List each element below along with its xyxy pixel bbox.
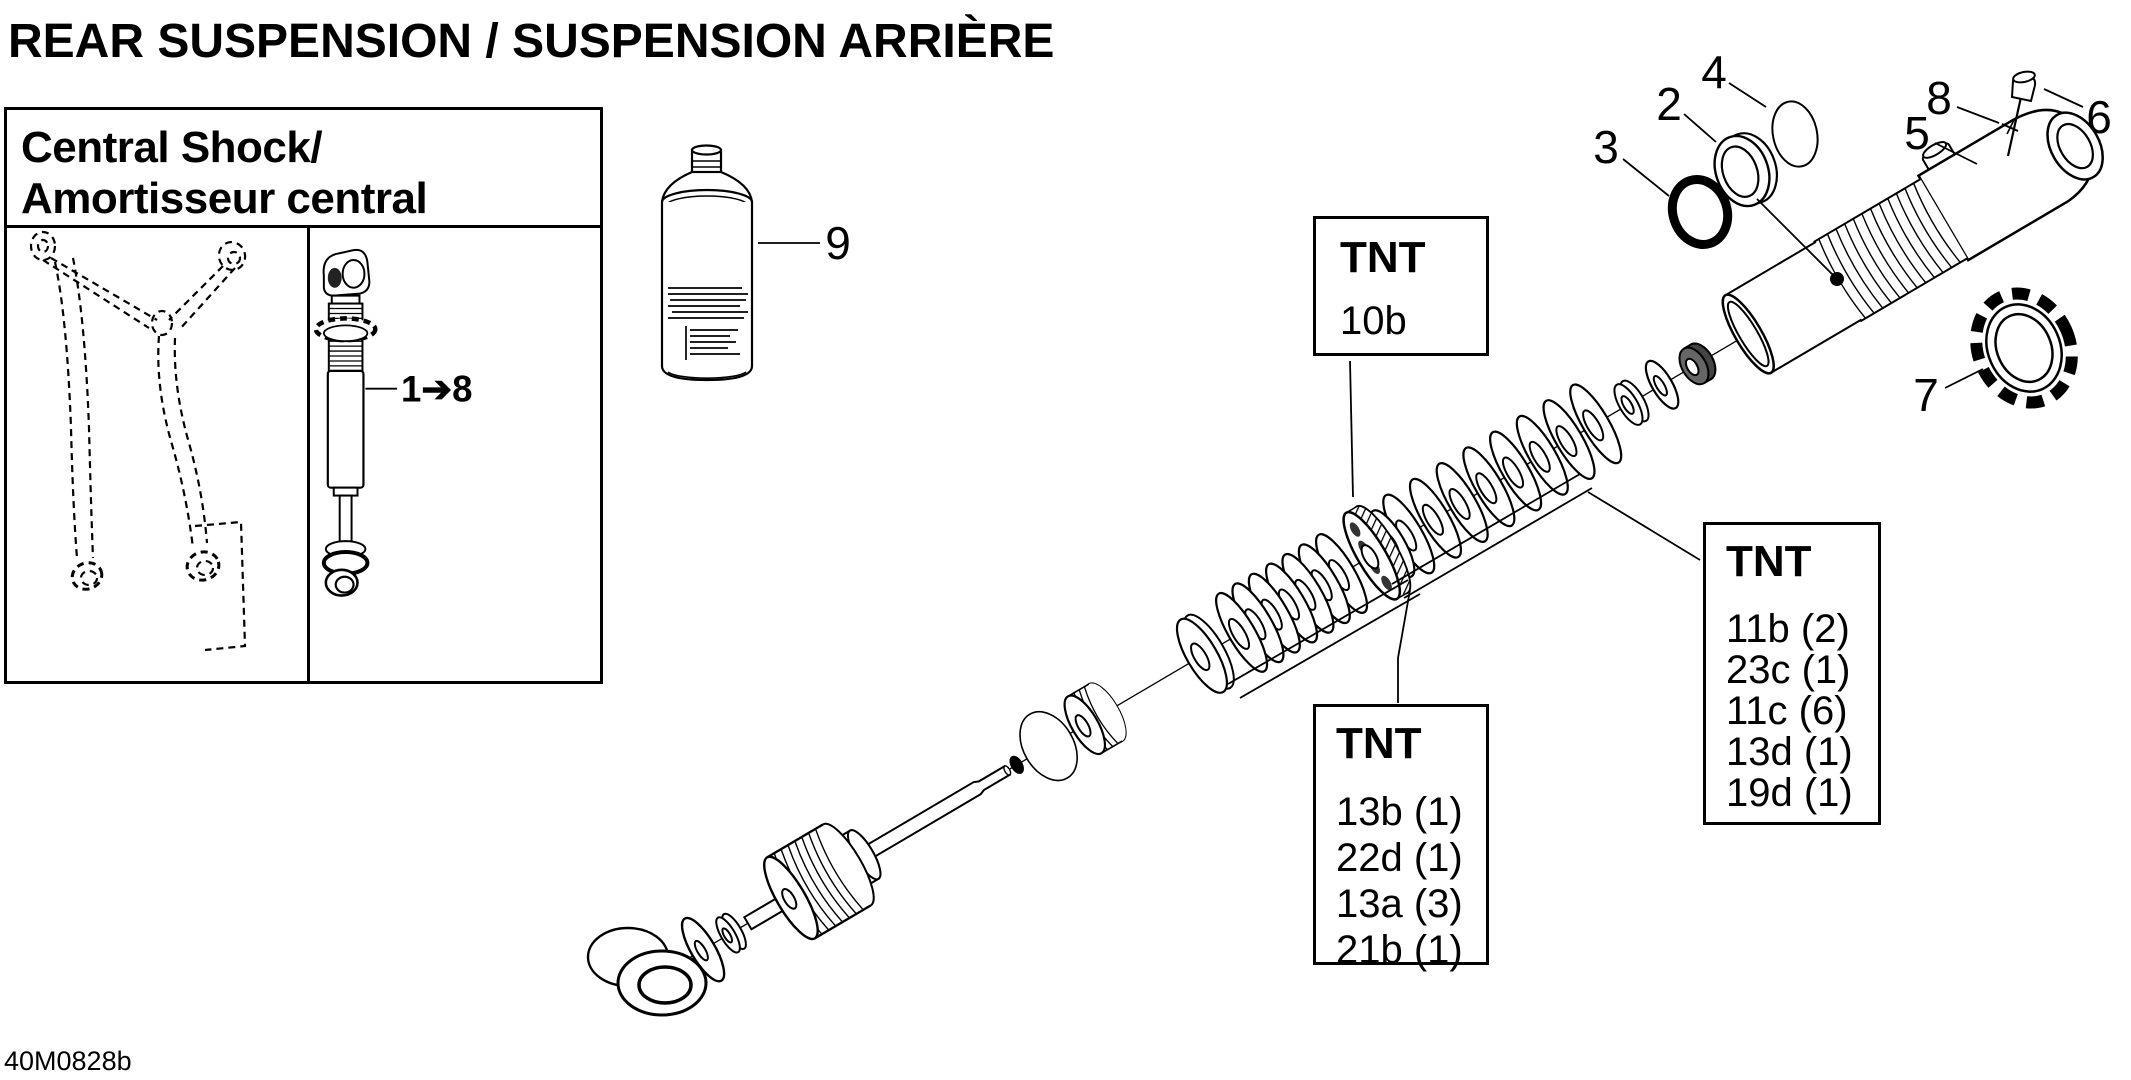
assembled-range-label: 1➔8 xyxy=(401,369,472,410)
frame-eyelet-top-left xyxy=(29,230,57,262)
part-label-6: 6 xyxy=(2086,91,2112,143)
stop-ring xyxy=(1009,755,1024,775)
leader-3 xyxy=(1622,158,1670,197)
tnt-item-list: 10b xyxy=(1340,299,1486,344)
part-label-7: 7 xyxy=(1913,369,1939,421)
part-label-9: 9 xyxy=(825,217,851,269)
part-label-8: 8 xyxy=(1926,72,1952,124)
maintenance-product-can xyxy=(660,144,754,382)
piston-nut xyxy=(1678,342,1717,386)
o-ring-thick xyxy=(1667,175,1733,249)
tube-mouth-inner xyxy=(1726,300,1770,368)
o-ring-thin xyxy=(1771,100,1819,168)
tnt-title: TNT xyxy=(1726,537,1812,586)
leader-5 xyxy=(1934,142,1978,165)
tnt-item: 13d (1) xyxy=(1726,730,1853,774)
assembled-rod xyxy=(338,494,353,545)
tnt-title: TNT xyxy=(1336,719,1422,768)
tnt-item-list: 13b (1) 22d (1) 13a (3) 21b (1) xyxy=(1336,789,1486,973)
clevis-eye-hole xyxy=(2056,122,2094,170)
assembled-shock-sketch: 1➔8 xyxy=(313,248,472,597)
thin-shim-disc xyxy=(1019,710,1078,782)
large-flat-washer xyxy=(1175,613,1235,694)
inset-title: Central Shock/ Amortisseur central xyxy=(7,110,600,225)
bracket-left-stack xyxy=(1227,579,1421,703)
end-cap-rings xyxy=(1667,100,1819,249)
tnt-item: 10b xyxy=(1340,299,1407,343)
exploded-shock-assembly xyxy=(586,108,2104,1017)
document-code: 40M0828b xyxy=(4,1046,132,1076)
rod-end-eyelet xyxy=(586,926,708,1017)
shock-body-tube xyxy=(1721,108,2104,375)
leader-2-install xyxy=(1756,198,1835,277)
spring-washer-stack-right xyxy=(1382,383,1623,575)
tnt-item-list: 11b (2) 23c (1) 11c (6) 13d (1) 19d (1) xyxy=(1726,609,1878,814)
tnt-box-right-stack: TNT 11b (2) 23c (1) 11c (6) 13d (1) 19d … xyxy=(1703,522,1881,825)
seal-carrier-ring xyxy=(1713,132,1778,208)
frame-eyelet-bottom-right xyxy=(185,550,221,582)
tnt-item: 22d (1) xyxy=(1336,836,1463,880)
frame-eyelet-top-right xyxy=(217,240,247,272)
part-label-4: 4 xyxy=(1701,46,1727,98)
leader-dot xyxy=(1830,272,1844,286)
leader-7 xyxy=(1944,368,1984,389)
frame-eyelet-bottom-left xyxy=(70,561,104,591)
leader-lines xyxy=(758,82,2084,703)
frame-location-panel xyxy=(7,228,310,681)
tnt-item: 21b (1) xyxy=(1336,928,1463,972)
leader-8 xyxy=(1956,106,2000,124)
central-shock-inset: Central Shock/ Amortisseur central xyxy=(4,107,603,684)
tnt-box-left-stack: TNT 13b (1) 22d (1) 13a (3) 21b (1) xyxy=(1313,704,1489,972)
castellated-adjusting-ring xyxy=(1970,287,2078,409)
inset-title-line2: Amortisseur central xyxy=(21,174,428,223)
bracket-right-stack xyxy=(1391,473,1701,599)
threaded-seal-head xyxy=(763,822,882,941)
spring-washer-stack-left xyxy=(1215,533,1369,673)
assembled-body xyxy=(326,369,365,489)
can-label-lines xyxy=(668,287,748,360)
grooved-guide-disc xyxy=(1063,682,1127,756)
tnt-item: 13b (1) xyxy=(1336,790,1463,834)
tnt-item: 19d (1) xyxy=(1726,771,1853,815)
inset-panels: 1➔8 xyxy=(7,225,600,681)
page-title: REAR SUSPENSION / SUSPENSION ARRIÈRE xyxy=(8,15,1055,68)
leader-4 xyxy=(1728,82,1767,108)
cup-washer xyxy=(1644,359,1680,410)
inset-title-line1: Central Shock/ xyxy=(21,123,323,172)
tnt-box-10b: TNT 10b xyxy=(1313,216,1489,356)
tnt-item: 11c (6) xyxy=(1726,689,1848,733)
bleed-screw xyxy=(2001,70,2037,157)
leader-6 xyxy=(2043,88,2084,108)
small-spacer-washer xyxy=(1613,379,1650,426)
frame-sketch xyxy=(29,230,247,652)
part-label-5: 5 xyxy=(1904,107,1930,159)
assembled-shock-panel: 1➔8 xyxy=(310,228,600,681)
screw-seal-washer xyxy=(2001,119,2019,135)
eyelet-washer xyxy=(680,916,726,983)
tnt-item: 11b (2) xyxy=(1726,607,1850,651)
part-label-2: 2 xyxy=(1656,78,1682,130)
leader-tnt-10b xyxy=(1349,360,1354,498)
leader-2 xyxy=(1683,113,1717,143)
tnt-item: 13a (3) xyxy=(1336,882,1463,926)
eyelet-spacer xyxy=(715,912,747,954)
piston xyxy=(1342,504,1412,601)
part-label-3: 3 xyxy=(1593,121,1619,173)
tnt-item: 23c (1) xyxy=(1726,648,1851,692)
tnt-title: TNT xyxy=(1340,233,1426,282)
